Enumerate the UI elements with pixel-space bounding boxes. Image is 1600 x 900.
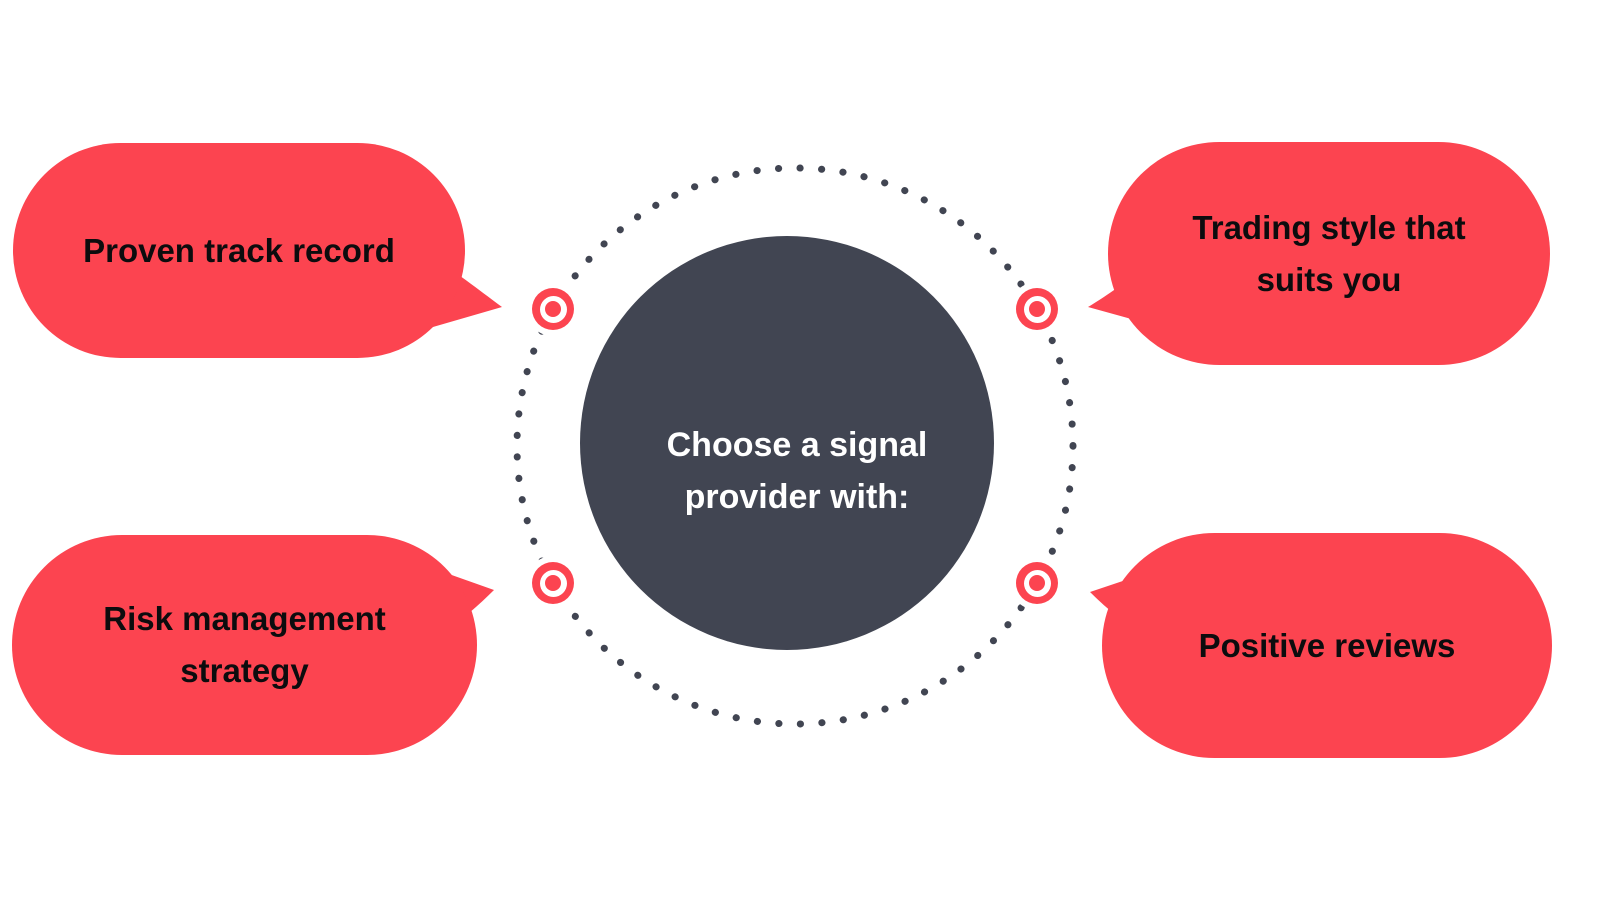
bubble-label: strategy [180,652,309,689]
bubble-label: Proven track record [83,231,395,269]
bubble-label: Risk management [103,600,386,637]
center-title-line-2: provider with: [684,478,910,516]
target-icon-core [545,575,561,591]
target-icon-ring [1023,295,1051,323]
target-icon [1016,288,1058,330]
target-icon [1016,562,1058,604]
speech-bubble-risk-management-strategy: Risk management strategy [12,535,477,755]
center-circle [580,236,994,650]
target-icon [532,288,574,330]
speech-bubble-positive-reviews: Positive reviews [1102,533,1552,758]
target-icon-ring [539,569,567,597]
speech-bubble-proven-track-record: Proven track record [13,143,465,358]
target-icon-core [545,301,561,317]
bubble-label: Positive reviews [1198,626,1456,664]
dotted-ring [513,164,1077,728]
target-icon [532,562,574,604]
target-icon-ring [1023,569,1051,597]
center-title: Choose a signal provider with: [597,419,997,523]
speech-bubble-trading-style-suits-you: Trading style that suits you [1108,142,1550,365]
center-title-line-1: Choose a signal [666,426,928,464]
bubble-label: suits you [1256,260,1402,298]
bubble-label: Trading style that [1192,208,1466,246]
target-icon-core [1029,301,1045,317]
target-icon-core [1029,575,1045,591]
target-icon-ring [539,295,567,323]
